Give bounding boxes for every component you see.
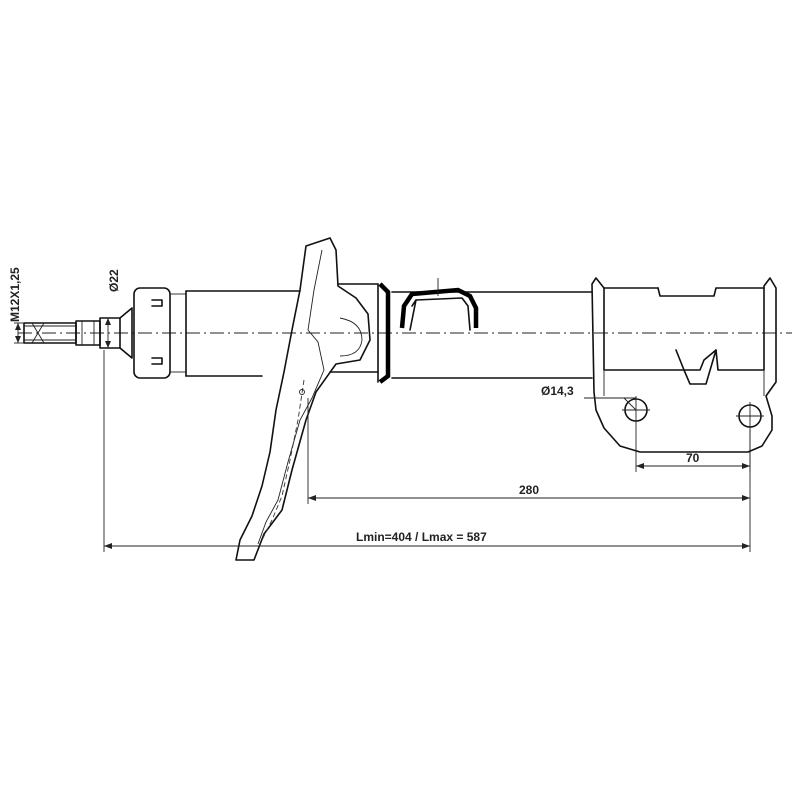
dim-axis-to-hole [307,398,751,504]
cable-clamp [399,278,479,331]
hole-diameter-label: Ø14,3 [541,384,574,398]
knuckle-bracket [591,277,777,453]
axis-to-hole-label: 280 [519,483,539,497]
dim-length [103,350,751,552]
top-mount [133,287,186,379]
dim-thread [14,322,24,344]
hole-spacing-label: 70 [686,451,700,465]
dim-hole-diameter [584,397,637,411]
threaded-stud [23,307,133,359]
seal-ring [378,282,391,384]
rod-diameter-label: Ø22 [107,269,121,292]
dim-rod-diameter [105,318,111,348]
length-label: Lmin=404 / Lmax = 587 [356,530,487,544]
spring-seat [235,237,371,561]
thread-size-label: M12X1,25 [8,267,22,322]
